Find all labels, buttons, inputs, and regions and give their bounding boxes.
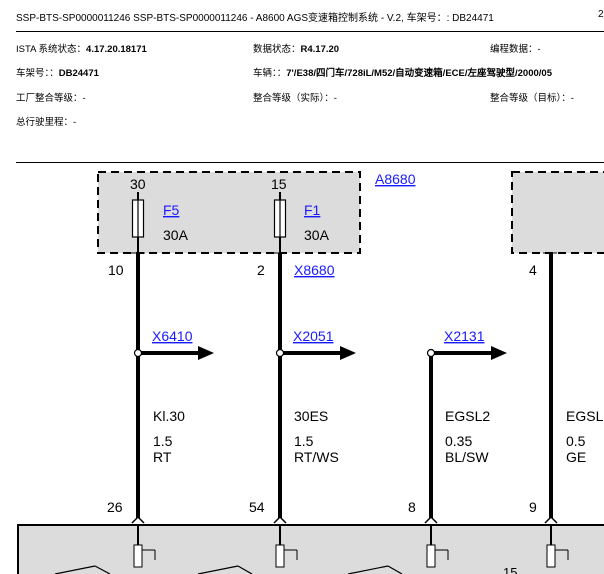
wire-color: GE	[566, 449, 586, 465]
header-rule	[16, 162, 604, 163]
wire-color: RT/WS	[294, 449, 339, 465]
pin-bottom: 9	[529, 499, 537, 515]
pin-bottom: 54	[249, 499, 265, 515]
wire-name: EGSL	[566, 408, 604, 424]
factory-grade: 工厂整合等级：-	[16, 93, 86, 104]
page-title: SSP-BTS-SP0000011246 SSP-BTS-SP000001124…	[16, 13, 494, 24]
fuse-f5-rating: 30A	[163, 227, 189, 243]
connector-x2051-link[interactable]: X2051	[293, 328, 334, 344]
wire-size: 0.5	[566, 433, 586, 449]
fuse-f1-rating: 30A	[304, 227, 330, 243]
vin: 车架号：：DB24471	[16, 68, 99, 79]
ista-status: ISTA 系统状态：4.17.20.18171	[16, 44, 147, 55]
pin-bottom: 8	[408, 499, 416, 515]
pin-bottom: 26	[107, 499, 123, 515]
connector-x6410-link[interactable]: X6410	[152, 328, 193, 344]
wire-name: Kl.30	[153, 408, 185, 424]
pin-top: 30	[130, 176, 146, 192]
actual-grade: 整合等级（实际）：-	[253, 93, 337, 104]
arrow-right-icon	[198, 346, 214, 360]
program-data: 编程数据：-	[490, 44, 541, 55]
wire-size: 1.5	[153, 433, 173, 449]
bottom-pin-label: 15	[503, 565, 517, 574]
wire-name: EGSL2	[445, 408, 490, 424]
pin-mid: 4	[529, 262, 537, 278]
fuse-f1-link[interactable]: F1	[304, 202, 321, 218]
vehicle: 车辆：：7'/E38/四门车/728iL/M52/自动变速箱/ECE/左座驾驶型…	[253, 68, 552, 79]
module-right-box	[511, 171, 604, 254]
wire-color: RT	[153, 449, 172, 465]
data-status: 数据状态：R4.17.20	[253, 44, 340, 55]
mileage: 总行驶里程：-	[16, 117, 77, 128]
pin-mid: 2	[257, 262, 265, 278]
title-rule	[16, 31, 604, 32]
page-title-overflow: 2	[598, 9, 604, 20]
wire-size: 1.5	[294, 433, 314, 449]
bottom-module-box	[17, 524, 604, 574]
pin-mid: 10	[108, 262, 124, 278]
arrow-right-icon	[340, 346, 356, 360]
pin-top: 15	[271, 176, 287, 192]
fuse-f5-link[interactable]: F5	[163, 202, 180, 218]
connector-x2131-link[interactable]: X2131	[444, 328, 485, 344]
wire-name: 30ES	[294, 408, 328, 424]
wire-color: BL/SW	[445, 449, 489, 465]
module-a8680-link[interactable]: A8680	[375, 171, 416, 187]
wire-size: 0.35	[445, 433, 472, 449]
target-grade: 整合等级（目标）：-	[490, 93, 574, 104]
arrow-right-icon	[491, 346, 507, 360]
connector-x8680-link[interactable]: X8680	[294, 262, 335, 278]
